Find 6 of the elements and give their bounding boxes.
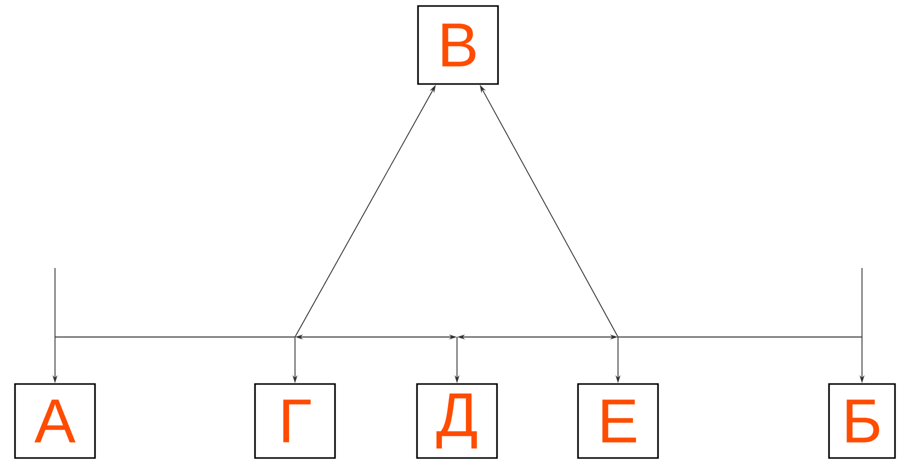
letter-box: Д: [416, 383, 498, 459]
letter-box: А: [14, 383, 96, 459]
letter-box: Б: [828, 383, 896, 459]
letter-box: В: [417, 5, 499, 85]
letter-box: Е: [577, 383, 659, 459]
letter-box: Г: [254, 383, 336, 459]
